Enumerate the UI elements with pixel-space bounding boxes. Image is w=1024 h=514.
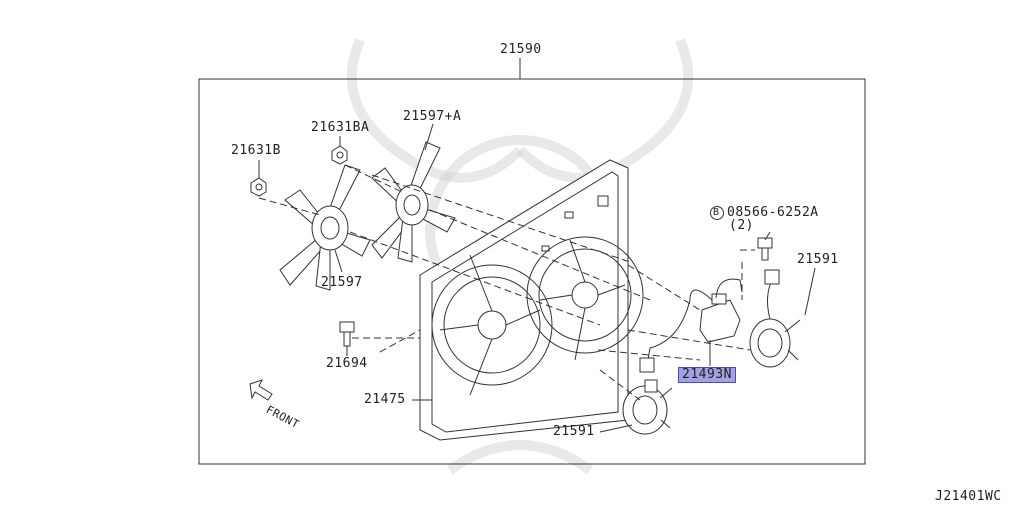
bolt-marker-letter: B <box>713 207 720 218</box>
nut-21631B <box>250 177 267 197</box>
fan-shroud <box>419 159 644 441</box>
front-arrow-icon <box>249 379 273 401</box>
screw-21694 <box>339 321 355 347</box>
assembly-lines <box>258 164 755 401</box>
label-21591-right: 21591 <box>797 252 839 267</box>
bolt-08566 <box>757 237 773 261</box>
bolt-marker-circle <box>710 206 724 220</box>
label-21493N: 21493N <box>678 367 736 383</box>
assembly-boundary <box>198 78 866 465</box>
fan-resistor <box>639 278 743 373</box>
diagram-code: J21401WC <box>935 489 1002 504</box>
fan-blade-b <box>279 164 371 291</box>
label-21597-A: 21597+A <box>403 109 462 124</box>
label-21475: 21475 <box>364 392 406 407</box>
label-08566-6252A: 08566-6252A <box>727 205 819 220</box>
label-21590: 21590 <box>500 42 542 57</box>
fan-motor-right <box>749 269 801 368</box>
label-21631BA: 21631BA <box>311 120 370 135</box>
fan-motor-left <box>622 379 673 435</box>
leader-lines <box>258 123 816 433</box>
label-21597: 21597 <box>321 275 363 290</box>
label-21631B: 21631B <box>231 143 281 158</box>
label-21591-left: 21591 <box>553 424 595 439</box>
nut-21631BA <box>331 145 348 165</box>
label-bolt-qty: (2) <box>729 218 754 233</box>
label-21694: 21694 <box>326 356 368 371</box>
fan-blade-a <box>371 141 456 263</box>
